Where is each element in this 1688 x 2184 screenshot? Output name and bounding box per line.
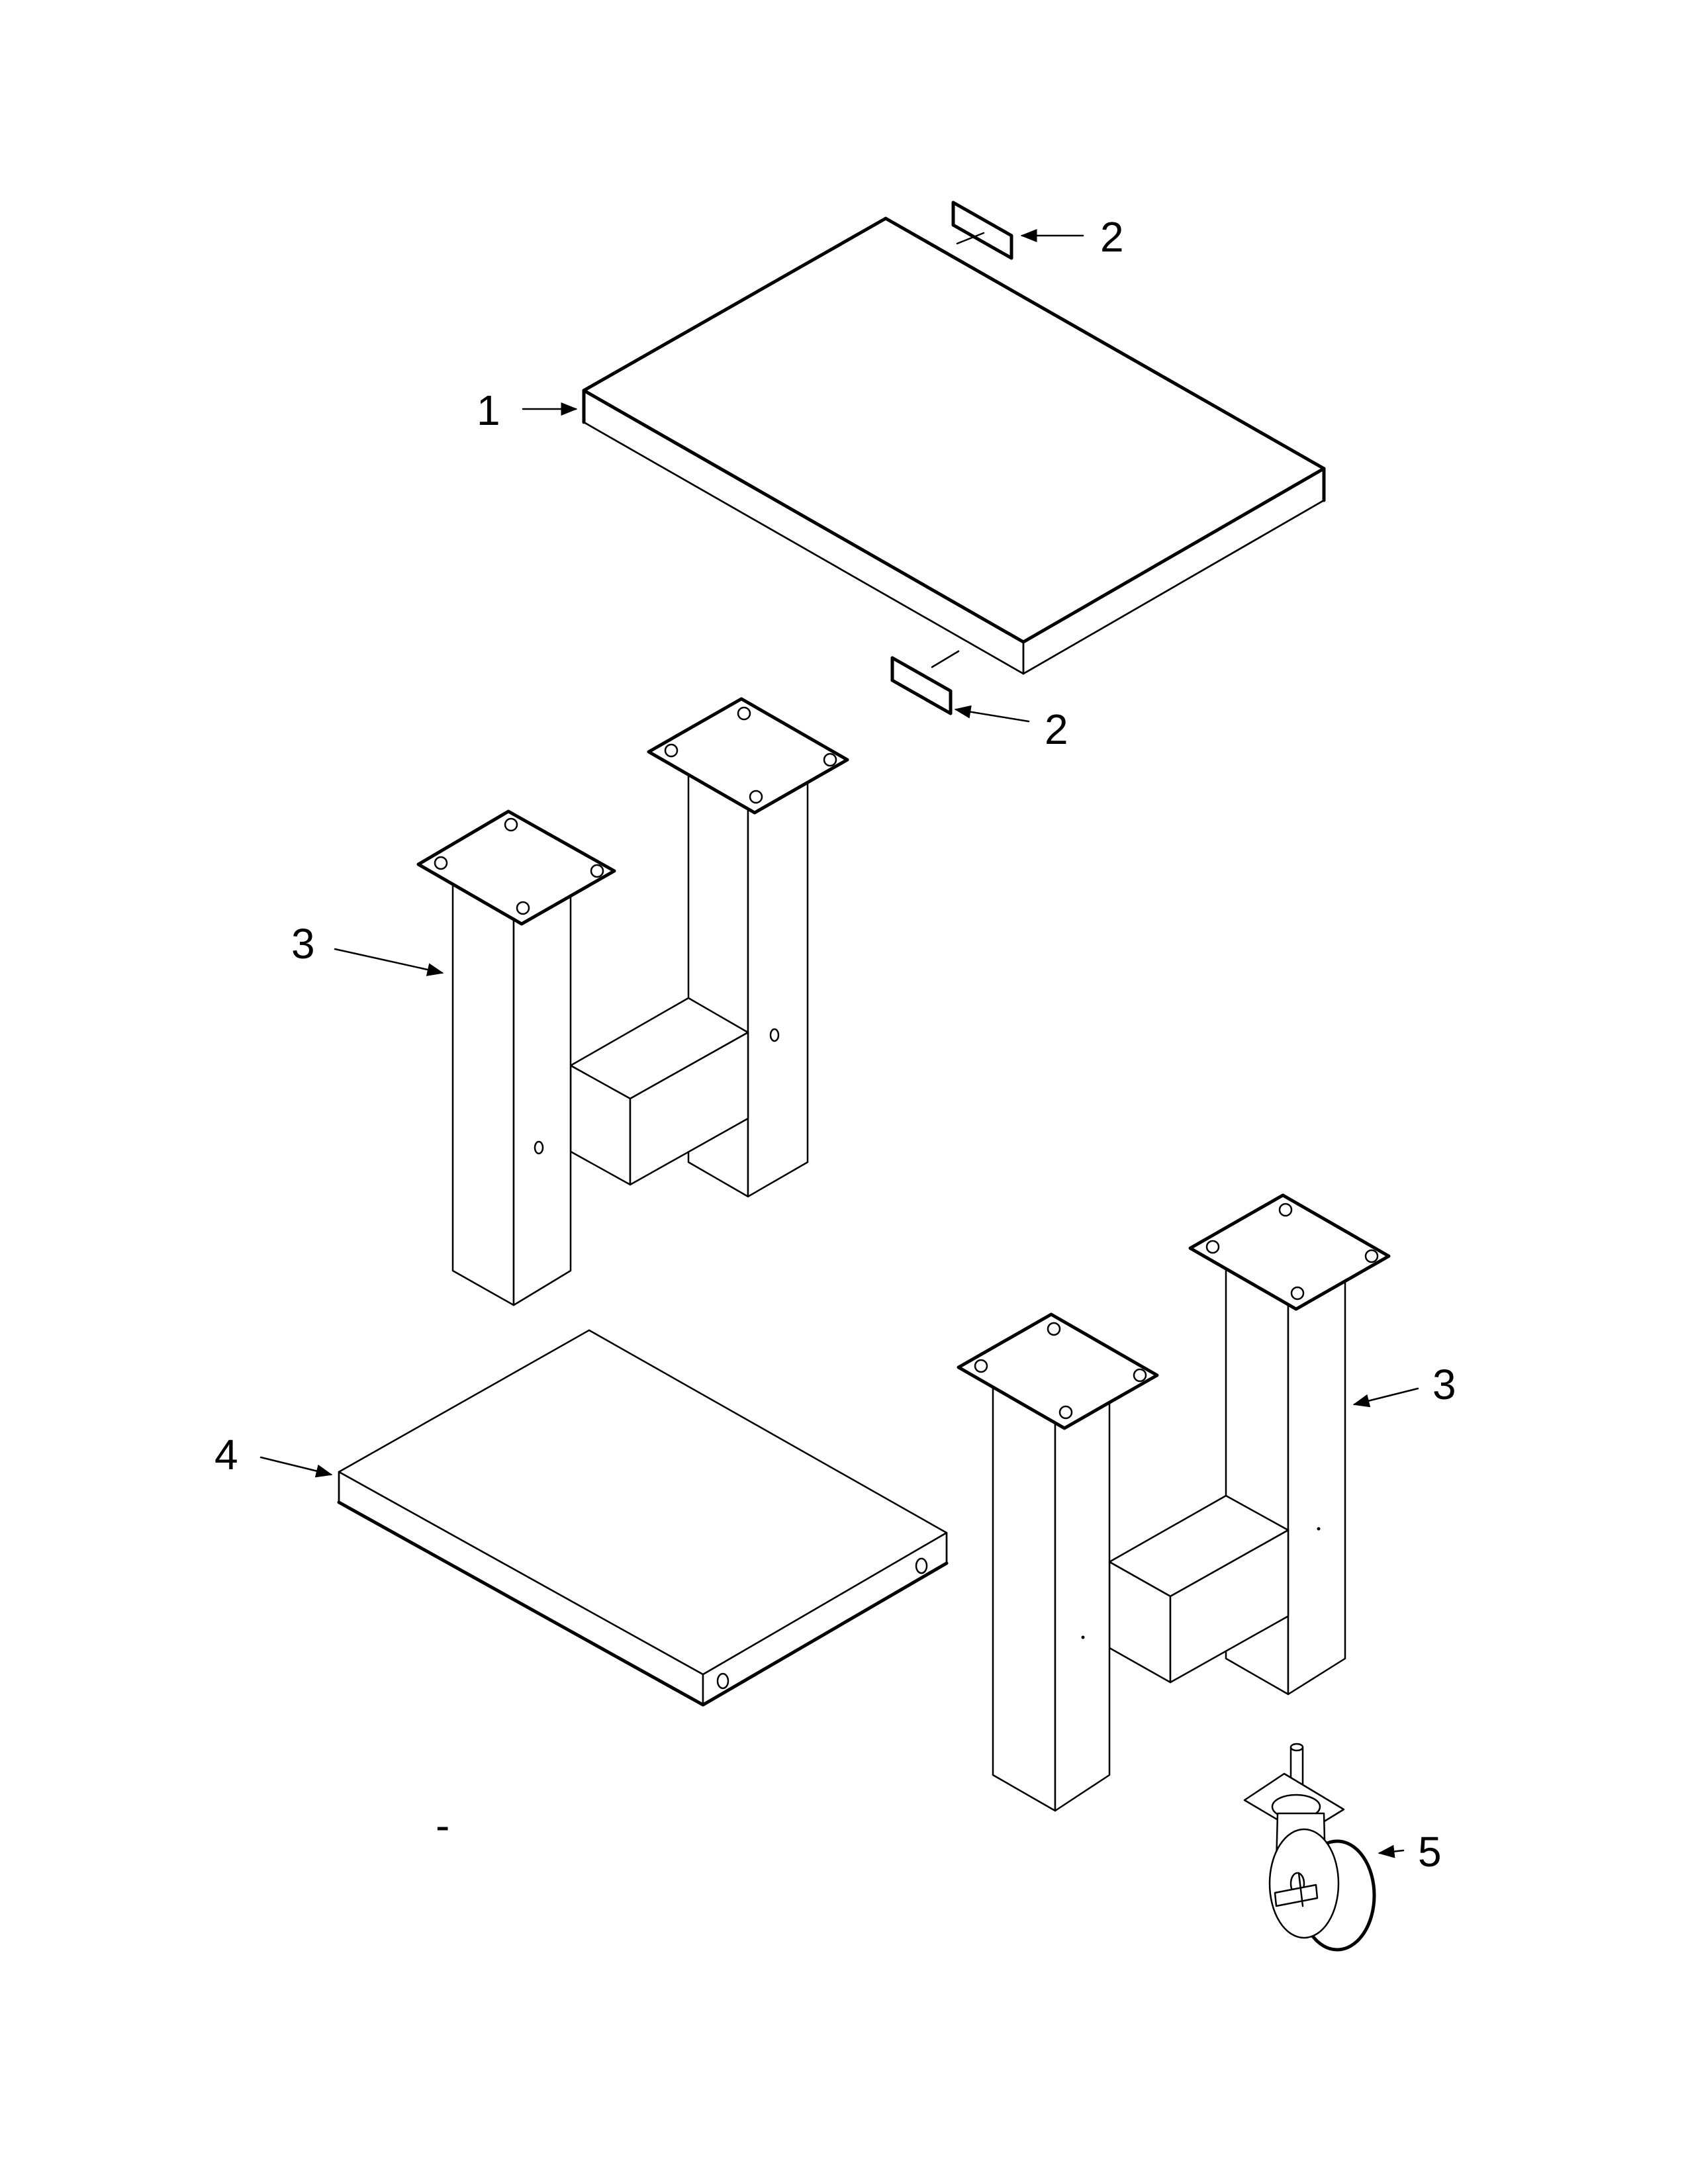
leg-frame-upper <box>416 697 849 1306</box>
callout-arrows <box>259 229 1419 1858</box>
callout-4: 4 <box>214 1431 238 1479</box>
callout-arrow-5 <box>1378 1844 1405 1858</box>
bottom-shelf <box>337 1329 949 1707</box>
label-tag-upper <box>951 201 1013 260</box>
callout-arrow-3b <box>1352 1387 1419 1408</box>
callout-labels: 1 2 2 3 3 4 5 - <box>214 213 1456 1876</box>
callout-3-lower: 3 <box>1432 1361 1456 1408</box>
callout-2-lower: 2 <box>1045 705 1068 753</box>
caster-wheel <box>1243 1743 1376 1952</box>
callout-5: 5 <box>1418 1828 1442 1876</box>
callout-2-upper: 2 <box>1100 213 1124 261</box>
leg-frame-lower <box>957 1193 1391 1812</box>
dash-mark: - <box>436 1801 449 1849</box>
callout-arrow-4 <box>259 1456 333 1478</box>
callout-3-upper: 3 <box>291 920 315 968</box>
label-tag-lower <box>890 650 960 715</box>
callout-arrow-3a <box>334 948 444 976</box>
callout-arrow-2b <box>954 705 1030 723</box>
callout-1: 1 <box>477 387 500 434</box>
top-panel <box>582 216 1326 675</box>
